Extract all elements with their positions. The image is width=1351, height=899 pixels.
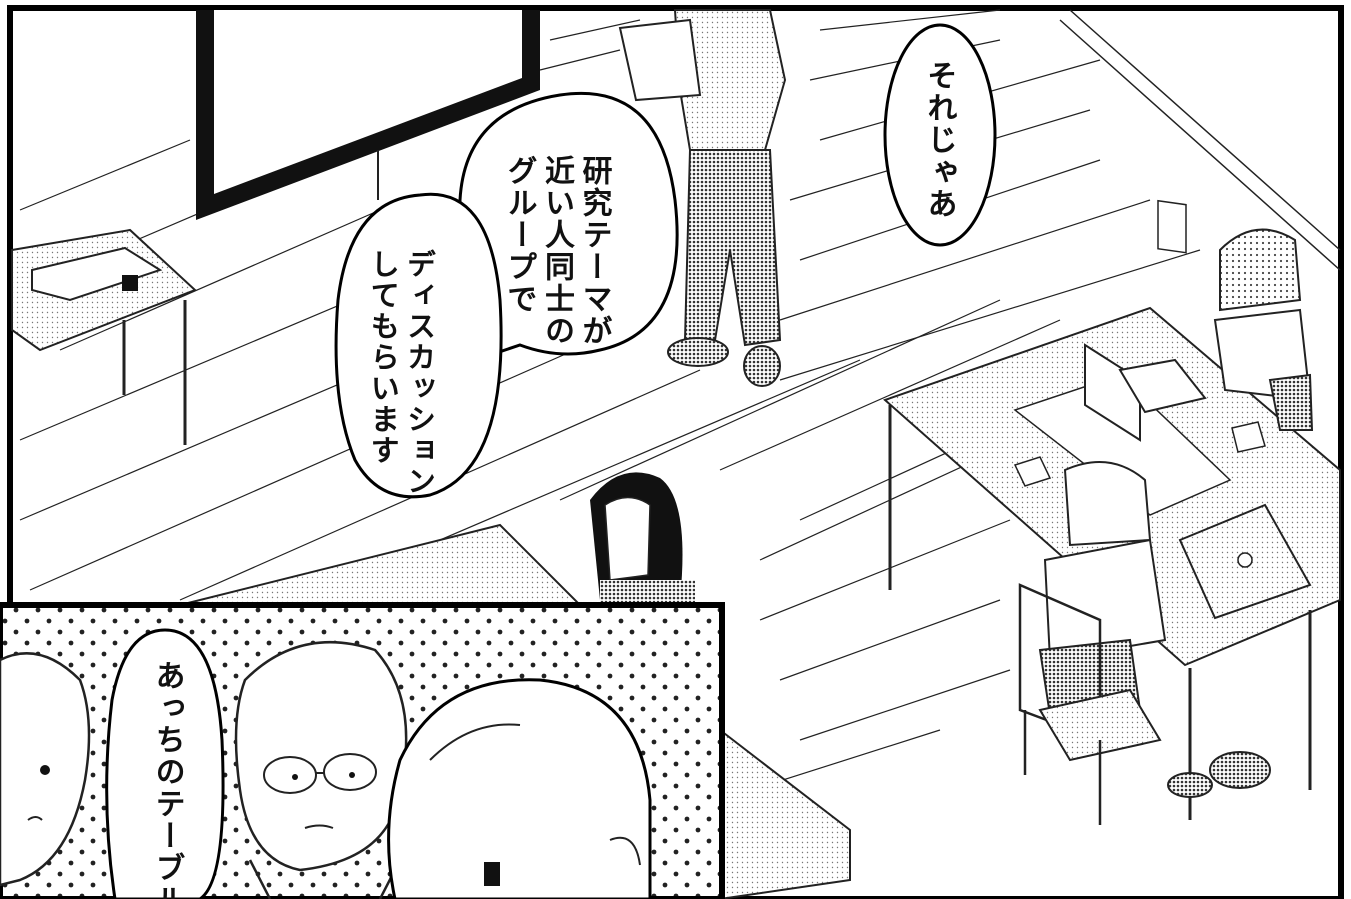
speech-discussion-line-2: してもらいます [366,249,401,467]
inset-foreground-head [387,678,652,899]
presenter [618,9,787,387]
balloon-research [458,91,679,358]
projector-table [11,228,197,445]
balloon-acchi [105,628,225,899]
dark-haired-girl [590,472,695,605]
speech-sorejaa: それじゃあ [921,60,957,220]
speech-discussion: ディスカッション してもらいます [365,225,474,497]
inset-panel [0,602,725,899]
speech-research: 研究テーマが 近い人同士の グループで [500,130,650,347]
speech-research-line-1: 研究テーマが [576,154,612,347]
speech-acchi: あっちのテーブル [149,660,185,899]
projector-screen [196,10,540,220]
speech-research-line-2: 近い人同士の [539,154,574,347]
speech-research-line-3: グループで [501,154,537,315]
chair [1018,583,1162,825]
outlet [1157,199,1187,254]
balloon-discussion [334,192,503,499]
speech-discussion-line-1: ディスカッション [402,249,437,498]
bottom-left-tables [179,523,851,899]
balloon-sorejaa [883,23,997,247]
wall [1059,9,1341,271]
inset-glasses-man [234,640,408,872]
seated-woman-back [1213,228,1314,431]
